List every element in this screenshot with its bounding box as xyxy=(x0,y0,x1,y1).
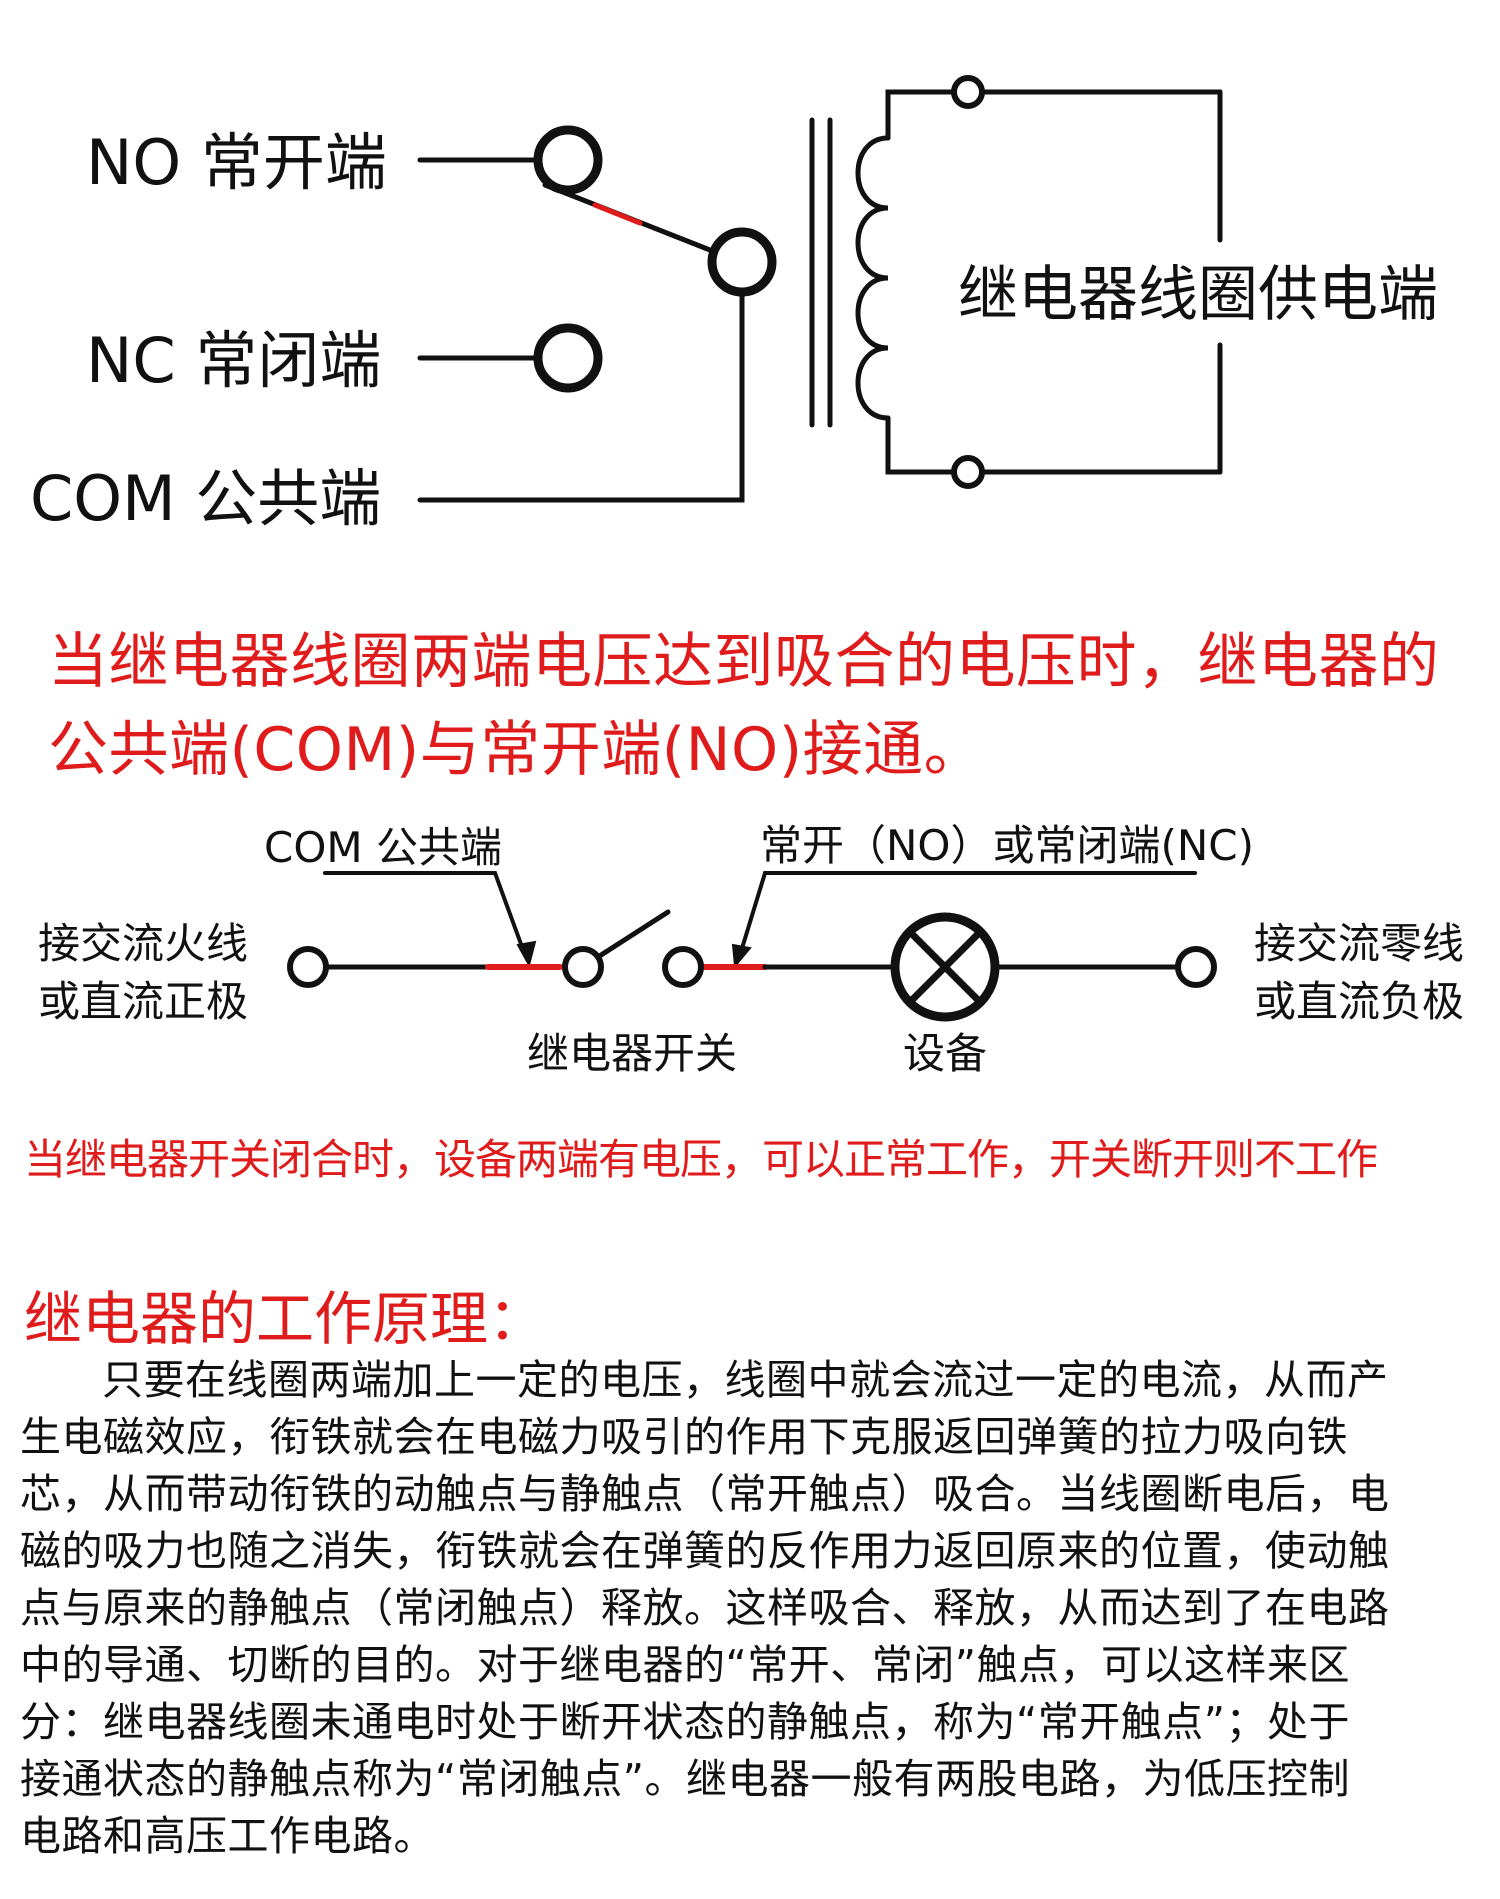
section-title: 继电器的工作原理： xyxy=(24,1285,547,1353)
main-caption: 当继电器线圈两端电压达到吸合的电压时，继电器的公共端(COM)与常开端(NO)接… xyxy=(48,627,1440,785)
coil-top-wire xyxy=(885,89,971,141)
no-nc-pointer-line xyxy=(738,871,1197,957)
nc-label: NC 常闭端 xyxy=(86,324,381,397)
right-terminal xyxy=(1175,946,1217,988)
switch-blade xyxy=(595,909,671,960)
body-paragraph: 只要在线圈两端加上一定的电压，线圈中就会流过一定的电流，从而产生电磁效应，衔铁就… xyxy=(20,1356,1390,1860)
left-source-label-2: 或直流正极 xyxy=(38,977,248,1026)
device-label: 设备 xyxy=(903,1029,987,1078)
nc-terminal xyxy=(533,323,603,393)
coil-supply-label: 继电器线圈供电端 xyxy=(958,260,1438,330)
com-pointer-arrow xyxy=(516,940,537,968)
coil-top-terminal xyxy=(951,75,985,109)
switch-contact-left xyxy=(562,946,604,988)
com-wire xyxy=(417,292,745,503)
switch-label: 继电器开关 xyxy=(527,1029,737,1078)
coil-bottom-wire xyxy=(885,415,956,475)
relay-contact-diagram: NO 常开端 NC 常闭端 COM 公共端 继电器线圈供电端 xyxy=(30,75,1438,535)
no-nc-pointer-arrow xyxy=(731,943,752,969)
circuit-diagram: COM 公共端 常开（NO）或常闭端(NC) 接交流火线 或直流正极 接交流零线… xyxy=(38,821,1464,1078)
no-terminal xyxy=(533,125,603,195)
com-pointer-label: COM 公共端 xyxy=(264,823,502,872)
device-lamp-cross-b xyxy=(908,930,982,1004)
coil-bottom-terminal xyxy=(951,455,985,489)
arm-red-segment xyxy=(592,202,643,226)
secondary-caption: 当继电器开关闭合时，设备两端有电压，可以正常工作，开关断开则不工作 xyxy=(24,1135,1378,1184)
com-label: COM 公共端 xyxy=(30,462,381,535)
switch-contact-right xyxy=(662,946,704,988)
left-source-label-1: 接交流火线 xyxy=(38,919,248,968)
com-pointer-line xyxy=(323,871,527,957)
com-pivot-terminal xyxy=(707,227,777,297)
right-source-label-1: 接交流零线 xyxy=(1254,919,1464,968)
coil-winding xyxy=(855,135,891,421)
left-terminal xyxy=(287,946,329,988)
no-nc-pointer-label: 常开（NO）或常闭端(NC) xyxy=(760,821,1254,870)
right-source-label-2: 或直流负极 xyxy=(1254,977,1464,1026)
no-label: NO 常开端 xyxy=(86,126,387,199)
